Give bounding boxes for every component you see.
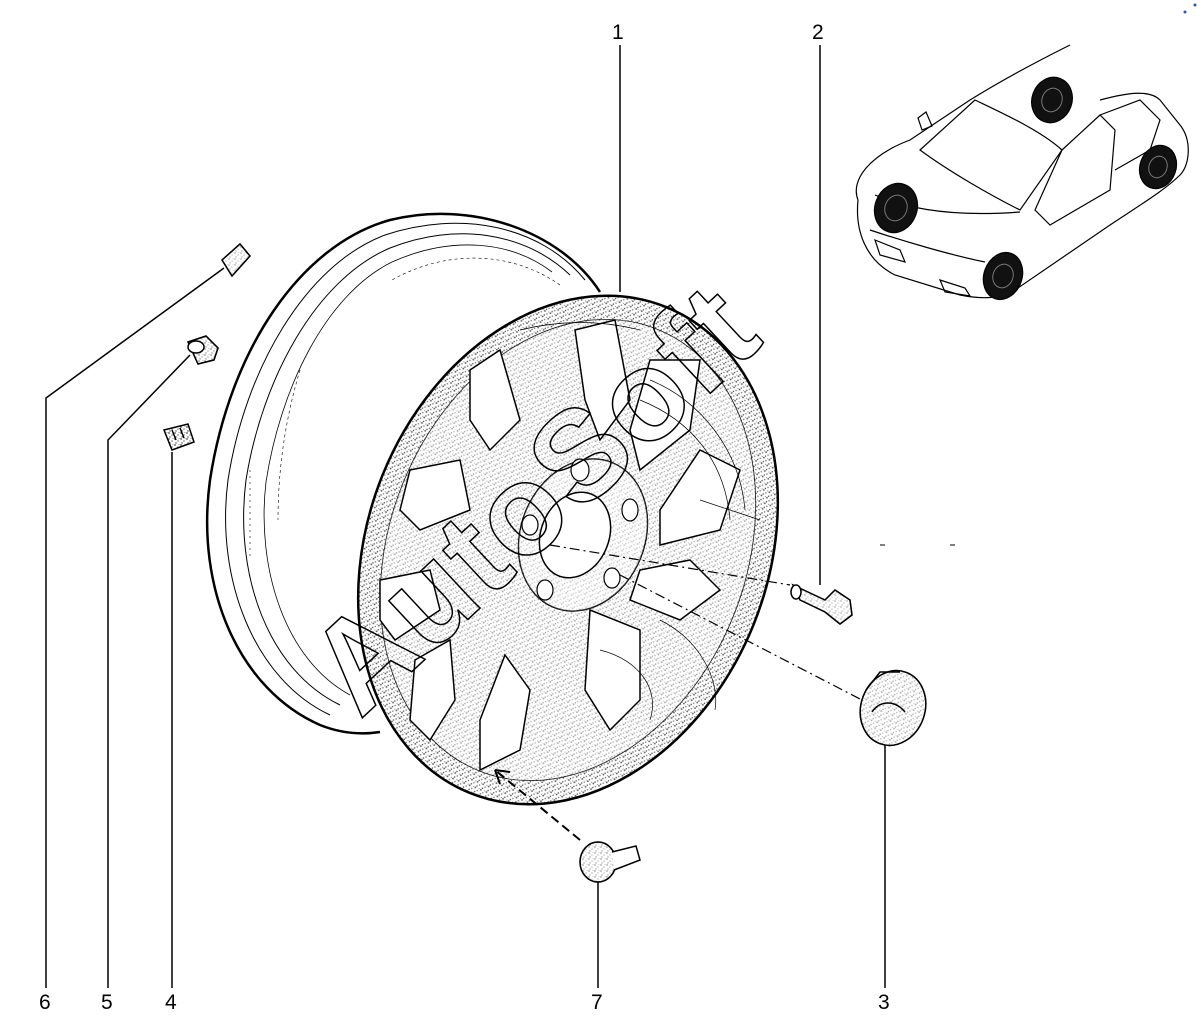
corner-marks: [1183, 3, 1197, 14]
center-cap: [859, 669, 927, 747]
balance-weight-clip: [162, 423, 195, 451]
callout-7: 7: [591, 991, 603, 1014]
leader-lines: [45, 45, 886, 988]
callout-3: 3: [878, 991, 890, 1014]
wheel-rim-assembly: [205, 212, 602, 735]
wheel-face: [356, 294, 780, 806]
tire-valve: [579, 841, 641, 883]
callout-1: 1: [612, 21, 624, 44]
callout-2: 2: [812, 21, 824, 44]
callout-6: 6: [39, 991, 51, 1014]
callout-4: 4: [165, 991, 177, 1014]
callout-5: 5: [101, 991, 113, 1014]
assembly-lines: [494, 544, 955, 841]
valve-cap: [186, 335, 219, 365]
vehicle-location-thumbnail: [855, 44, 1189, 301]
wheel-bolt: [790, 583, 853, 625]
balance-weight: [221, 242, 251, 278]
